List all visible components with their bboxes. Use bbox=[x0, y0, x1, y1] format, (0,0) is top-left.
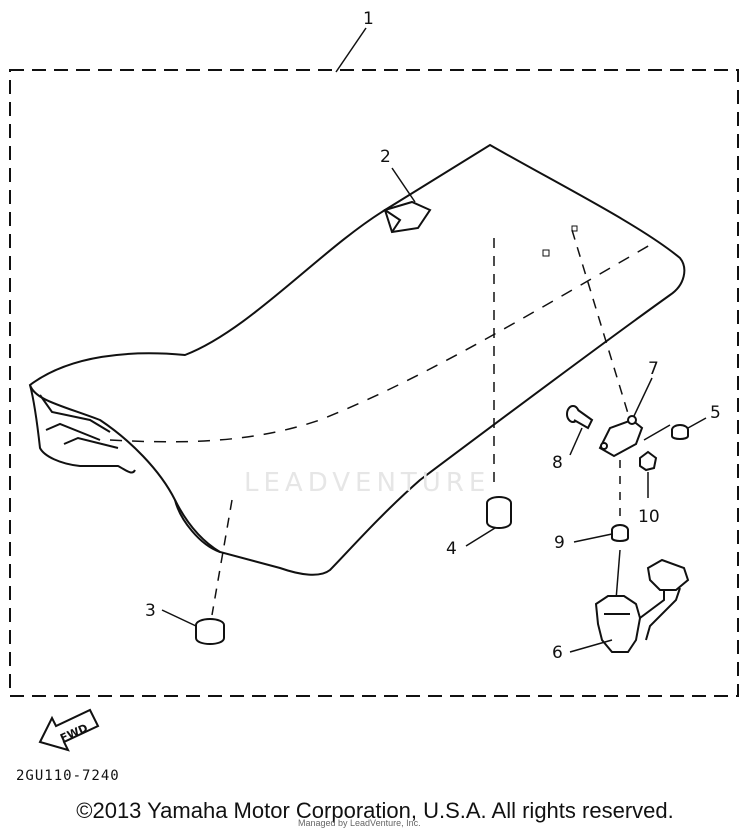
bracket-part-7 bbox=[598, 415, 644, 458]
callout-5: 5 bbox=[710, 403, 721, 423]
seat-assembly bbox=[28, 143, 686, 576]
damper-part-3 bbox=[195, 618, 225, 645]
leader-8 bbox=[569, 427, 583, 456]
callout-10: 10 bbox=[638, 507, 660, 527]
locator-line-3 bbox=[211, 499, 233, 616]
leader-4 bbox=[465, 527, 496, 547]
seat-seam bbox=[109, 244, 651, 443]
washer-part-10 bbox=[639, 450, 658, 472]
assembly-boundary bbox=[9, 69, 739, 697]
locator-line-5 bbox=[643, 424, 671, 441]
callout-9: 9 bbox=[554, 533, 565, 553]
seat-mark bbox=[542, 249, 550, 257]
locator-line-6 bbox=[615, 549, 621, 601]
callout-2: 2 bbox=[380, 147, 391, 167]
leader-9 bbox=[573, 533, 613, 543]
damper-part-4 bbox=[486, 496, 512, 529]
management-stamp: Managed by LeadVenture, Inc. bbox=[298, 818, 421, 828]
watermark-text: LEADVENTURE bbox=[244, 468, 491, 498]
leader-1 bbox=[335, 27, 367, 73]
leader-6 bbox=[569, 639, 613, 653]
locator-line-7 bbox=[571, 229, 631, 421]
callout-8: 8 bbox=[552, 453, 563, 473]
copyright-text: ©2013 Yamaha Motor Corporation, U.S.A. A… bbox=[76, 798, 674, 823]
leader-5 bbox=[687, 417, 707, 429]
callout-1: 1 bbox=[363, 9, 374, 29]
callout-6: 6 bbox=[552, 643, 563, 663]
bolt-part-8 bbox=[566, 405, 594, 430]
leader-3 bbox=[161, 609, 197, 627]
fwd-arrow-icon: FWD bbox=[38, 708, 100, 752]
part-code: 2GU110-7240 bbox=[16, 768, 120, 784]
callout-7: 7 bbox=[648, 359, 659, 379]
seat-mark bbox=[571, 225, 578, 232]
nut-part-5 bbox=[671, 424, 689, 440]
callout-4: 4 bbox=[446, 539, 457, 559]
latch-part-6 bbox=[594, 558, 690, 653]
spring-part-9 bbox=[611, 524, 629, 542]
leader-2 bbox=[391, 167, 416, 203]
callout-3: 3 bbox=[145, 601, 156, 621]
leader-7 bbox=[633, 377, 653, 417]
